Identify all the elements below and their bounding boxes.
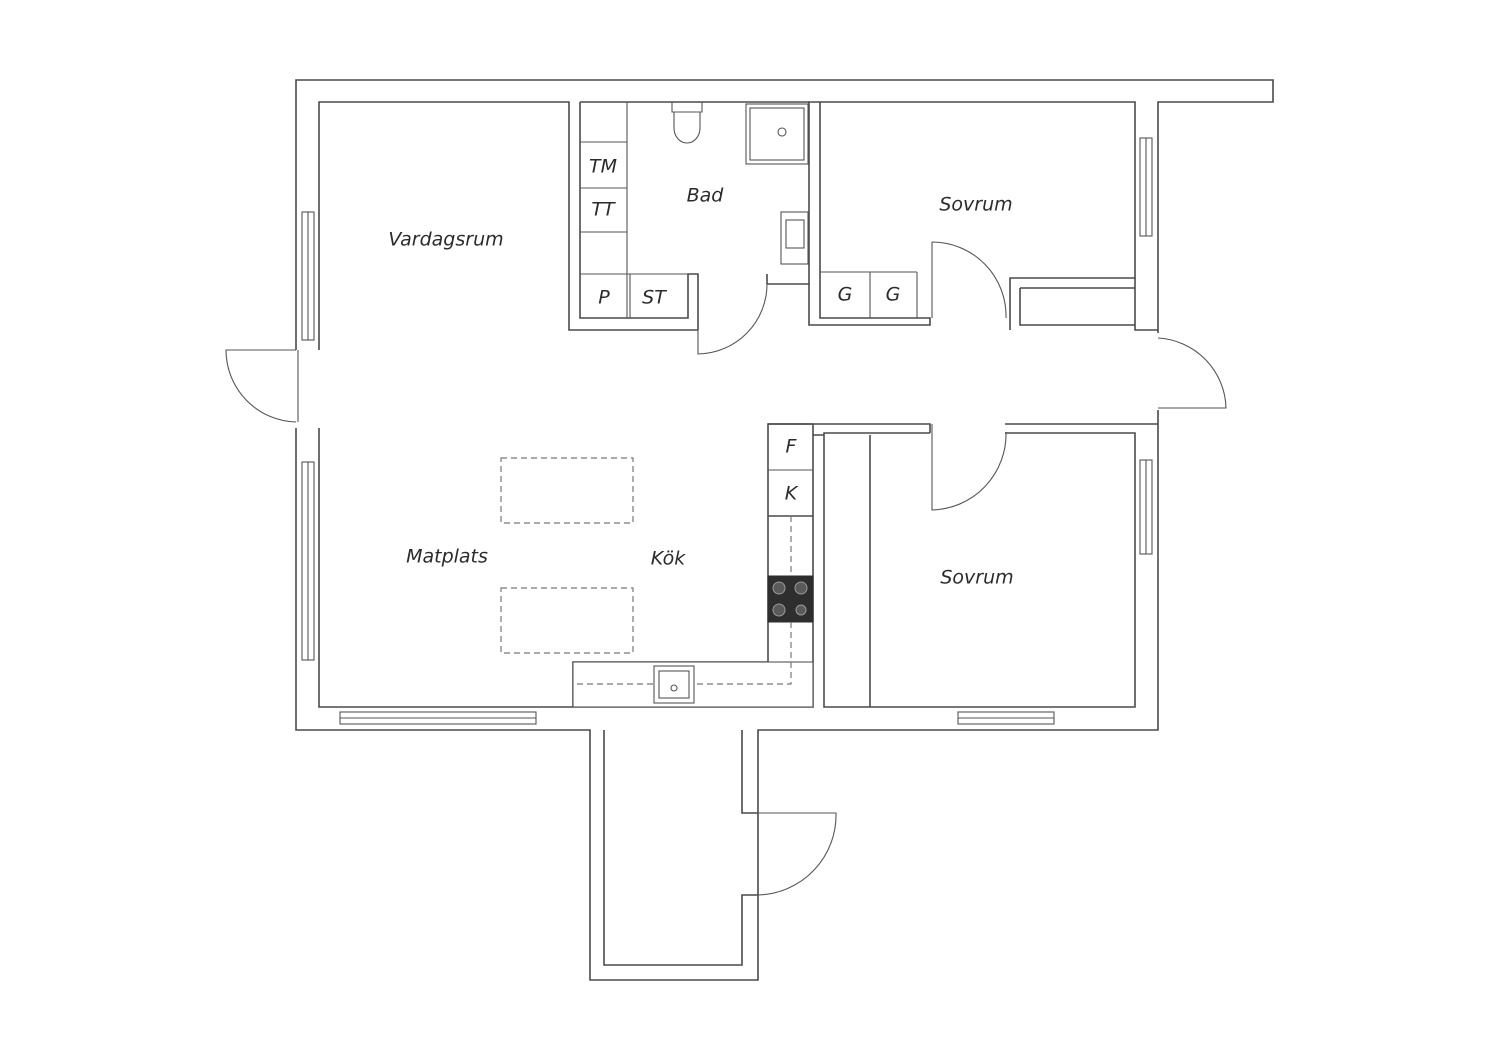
shower-drain-icon: [777, 127, 787, 137]
kitchen-fixtures: [572, 469, 814, 708]
outer-walls: [295, 79, 1274, 981]
table-outline: [500, 457, 634, 524]
dining-tables: [500, 457, 634, 654]
porch-wall: [603, 730, 758, 966]
burner-icon: [772, 581, 786, 595]
label-f: F: [786, 436, 798, 458]
toilet-icon: [671, 102, 703, 144]
burner-icon: [794, 581, 808, 595]
stove-icon: [767, 575, 814, 623]
bedroom-top-wall: [1019, 278, 1158, 331]
door-bath: [697, 283, 768, 355]
windows: [301, 137, 1153, 725]
room-labels: Vardagsrum Bad Sovrum Sovrum Matplats Kö…: [388, 185, 1013, 589]
fixture-labels: TM TT P ST G G F K: [589, 156, 900, 505]
label-sovrum-bottom: Sovrum: [940, 567, 1013, 589]
label-bad: Bad: [687, 185, 725, 207]
door-entry-left: [225, 349, 297, 423]
label-sovrum-top: Sovrum: [939, 194, 1012, 216]
sink-bowl: [658, 670, 690, 699]
label-st: ST: [642, 287, 667, 309]
outer-wall-line: [295, 79, 1274, 981]
burner-icon: [795, 604, 807, 616]
door-porch: [757, 812, 837, 896]
shower-inner: [749, 107, 805, 161]
bath-wall: [579, 101, 931, 330]
washbasin-bowl: [785, 219, 805, 249]
inner-wall-line: [318, 101, 1136, 350]
bathroom-fixtures: [580, 102, 918, 318]
door-entry-right: [1157, 337, 1227, 409]
label-tt: TT: [591, 199, 616, 221]
label-vardagsrum: Vardagsrum: [388, 229, 503, 251]
sink-drain-icon: [670, 684, 678, 692]
label-matplats: Matplats: [406, 546, 488, 568]
door-bedroom-bottom: [931, 424, 1007, 511]
shower-icon: [745, 103, 809, 165]
label-g-2: G: [886, 284, 901, 306]
door-bedroom-top: [931, 241, 1007, 319]
table-outline: [500, 587, 634, 654]
label-k: K: [785, 483, 799, 505]
label-kok: Kök: [651, 548, 686, 570]
label-tm: TM: [589, 156, 617, 178]
label-g-1: G: [838, 284, 853, 306]
doors: [225, 241, 1227, 896]
label-p: P: [598, 287, 610, 309]
burner-icon: [772, 603, 786, 617]
upper-cabinet-dashline: [573, 516, 792, 685]
